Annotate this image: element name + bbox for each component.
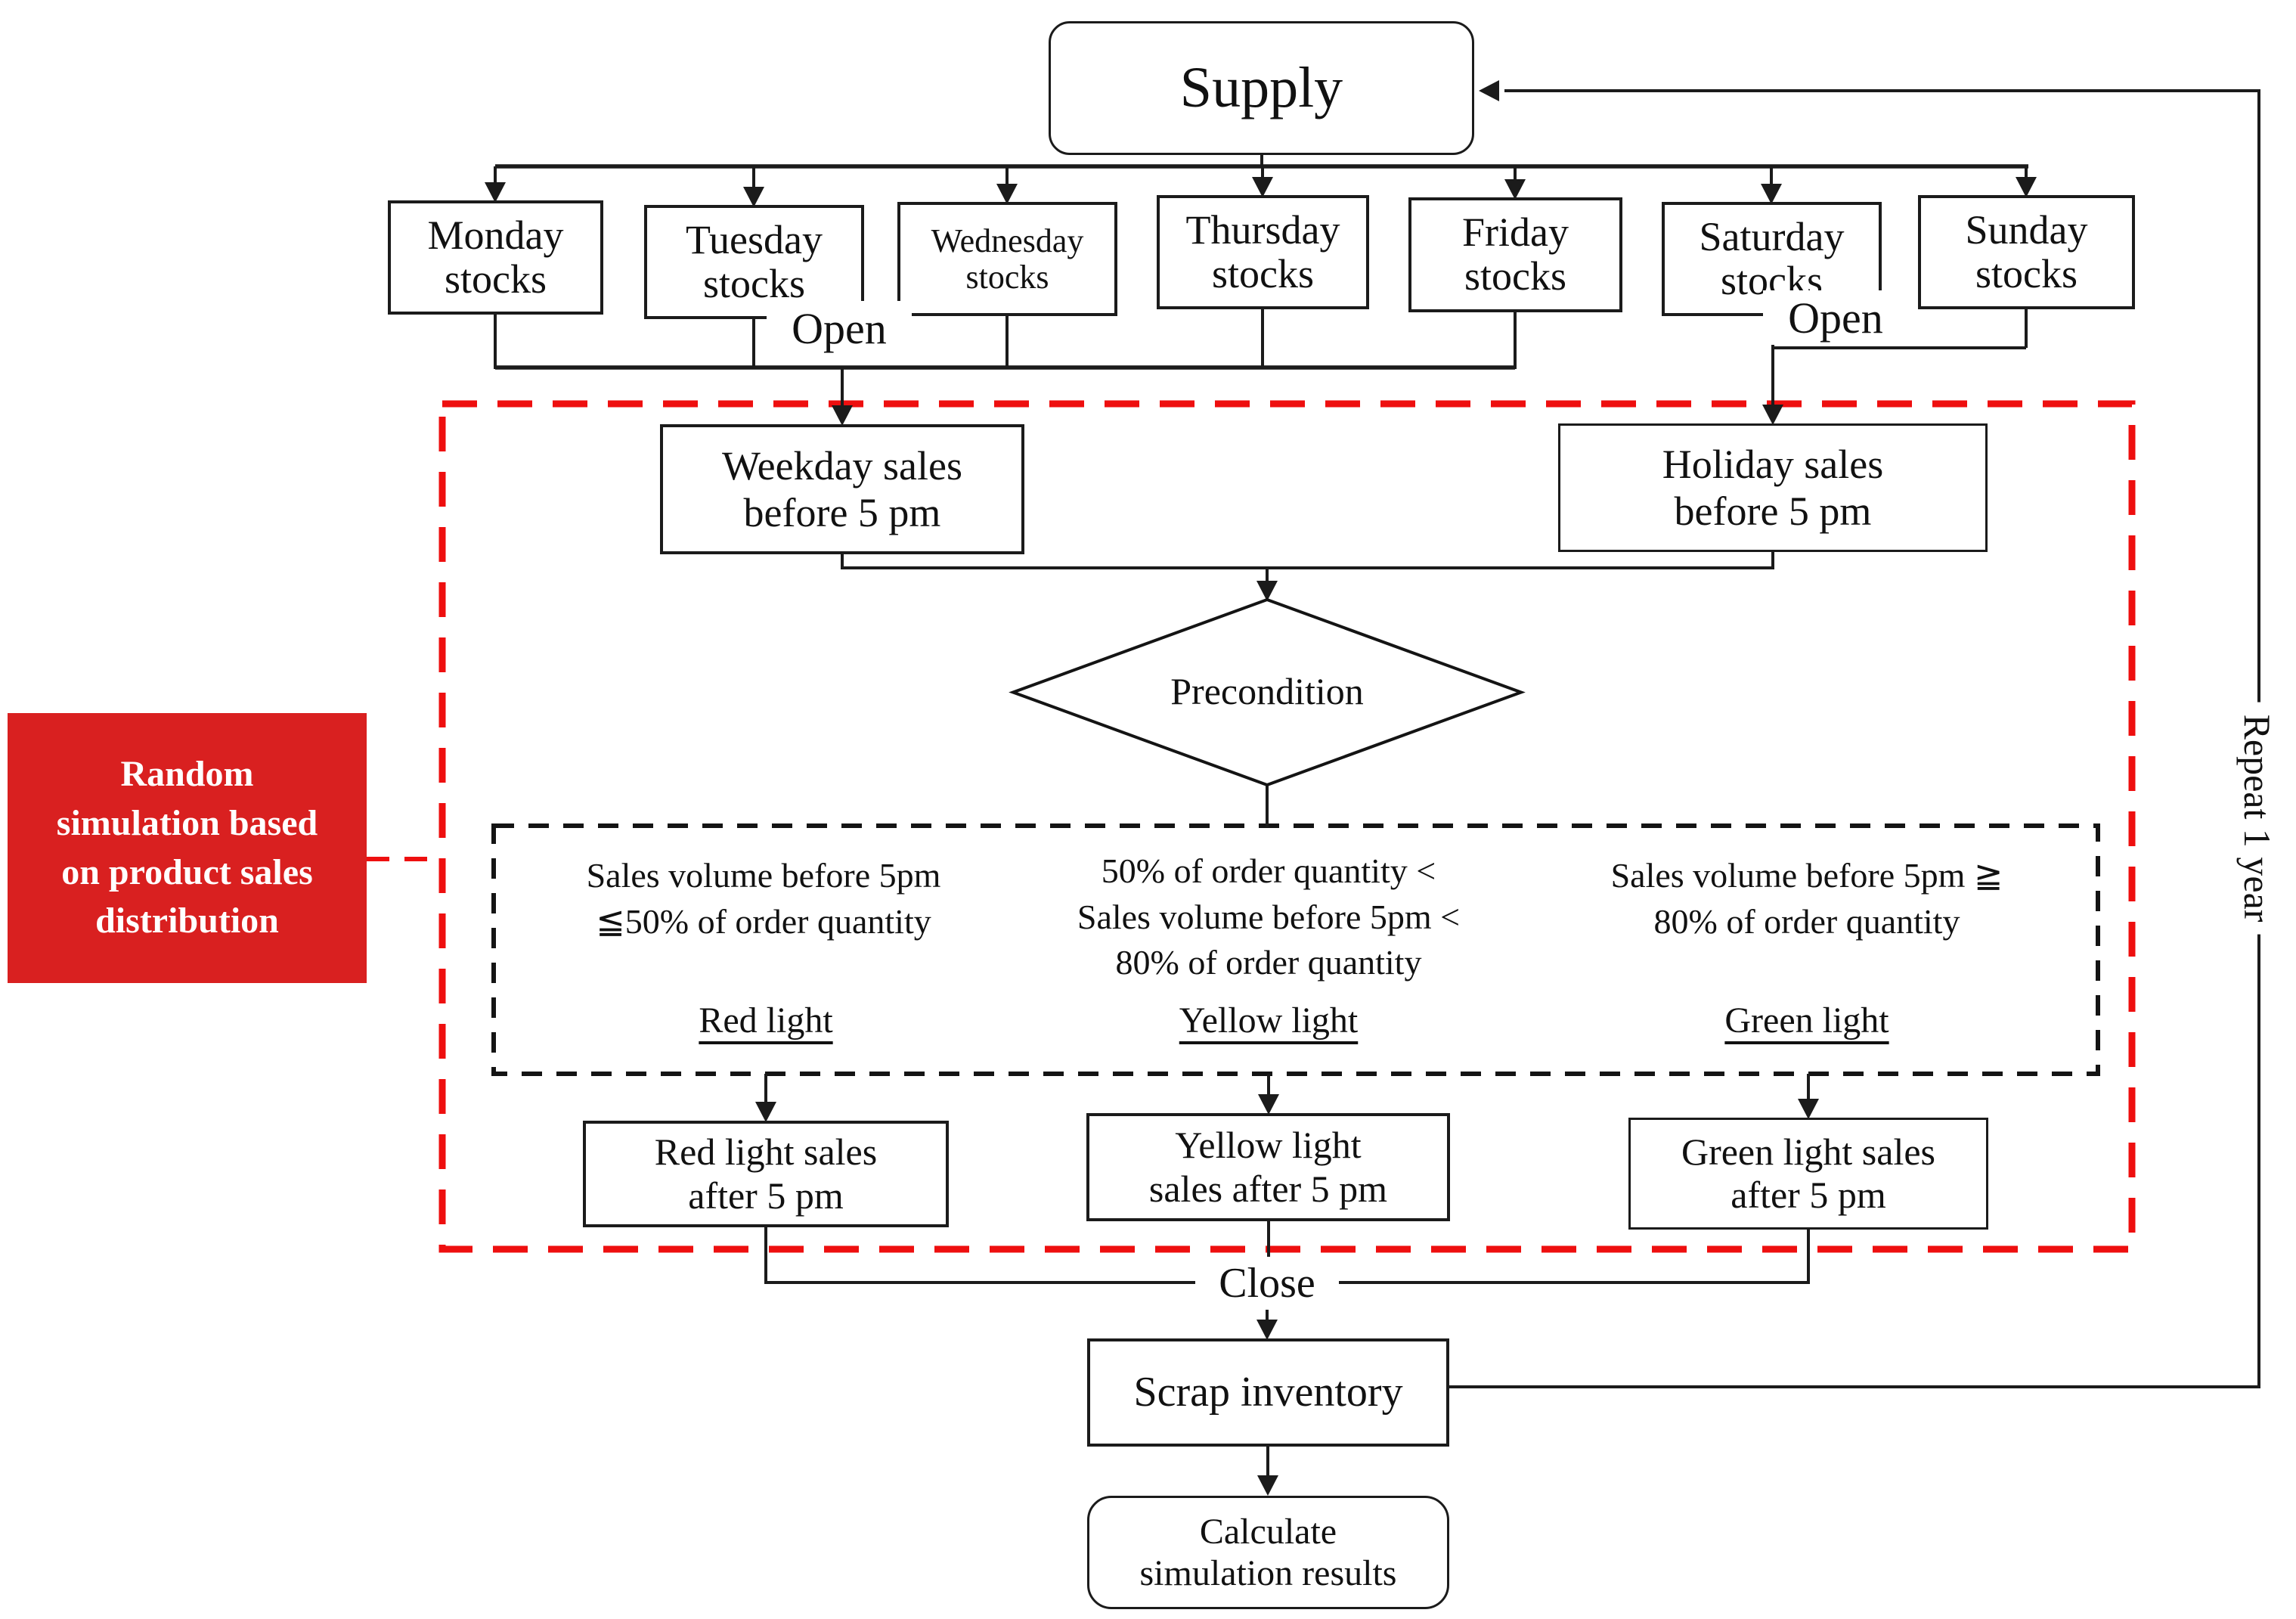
condition-green-text: Sales volume before 5pm ≧ 80% of order q… xyxy=(1610,856,2003,941)
tuesday-stocks-node: Tuesday stocks xyxy=(644,205,864,319)
open-label-weekday: Open xyxy=(767,301,912,355)
condition-yellow-text: 50% of order quantity < Sales volume bef… xyxy=(1077,851,1461,982)
close-label: Close xyxy=(1195,1257,1339,1310)
green-light-sales-node: Green light sales after 5 pm xyxy=(1628,1118,1988,1230)
simulation-scope-dashed-box xyxy=(438,400,2136,1253)
holiday-sales-node: Holiday sales before 5 pm xyxy=(1558,423,1988,552)
red-light-sales-node: Red light sales after 5 pm xyxy=(583,1121,949,1227)
repeat-1-year-label: Repeat 1 year xyxy=(2231,702,2284,935)
calculate-results-node: Calculate simulation results xyxy=(1087,1496,1449,1609)
thursday-stocks-node: Thursday stocks xyxy=(1157,195,1369,309)
yellow-light-sales-node: Yellow light sales after 5 pm xyxy=(1086,1113,1450,1221)
bus-lines xyxy=(495,164,2028,370)
precondition-label: Precondition xyxy=(1170,670,1364,712)
annotation-box: Random simulation based on product sales… xyxy=(8,713,367,983)
yellow-light-label: Yellow light xyxy=(1179,1000,1359,1041)
red-light-label: Red light xyxy=(699,1000,833,1041)
supply-node: Supply xyxy=(1049,21,1474,155)
condition-red-text: Sales volume before 5pm ≦50% of order qu… xyxy=(586,856,941,941)
friday-stocks-node: Friday stocks xyxy=(1408,197,1622,312)
open-label-holiday: Open xyxy=(1763,290,1908,345)
weekday-sales-node: Weekday sales before 5 pm xyxy=(660,424,1024,554)
precondition-diamond xyxy=(1009,597,1526,787)
scrap-inventory-node: Scrap inventory xyxy=(1087,1338,1449,1447)
monday-stocks-node: Monday stocks xyxy=(388,200,603,315)
green-light-label: Green light xyxy=(1724,1000,1889,1041)
wednesday-stocks-node: Wednesday stocks xyxy=(897,202,1117,316)
conditions-dashed-box xyxy=(491,823,2100,1076)
sunday-stocks-node: Sunday stocks xyxy=(1918,195,2135,309)
